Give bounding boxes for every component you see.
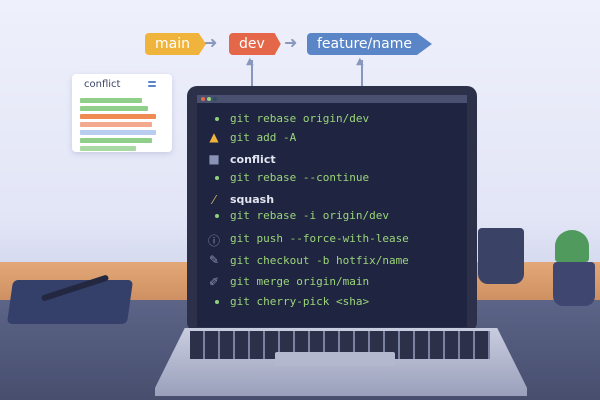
branch-dev: dev [229,33,281,55]
arrow-right-icon: ➜ [204,33,218,52]
arrow-right-icon: ➜ [284,33,298,52]
diff-line [80,114,156,119]
menu-icon [148,81,156,83]
arrow-up-icon [251,60,253,86]
arrow-up-icon: ▲ [356,56,364,67]
bullet-icon [215,300,219,304]
terminal-line: git merge origin/main [230,275,370,288]
terminal-line: git cherry-pick <sha> [230,295,370,308]
diff-line [80,130,156,135]
alert-circle-icon: ⓘ [207,234,220,248]
terminal-titlebar [197,95,467,103]
diff-line [80,138,152,143]
conflict-card-title: conflict [84,79,121,90]
eraser-icon: ✐ [208,275,220,289]
pencil-icon: ✎ [208,253,220,267]
briefcase-icon: ■ [208,152,220,166]
terminal-line: git push --force-with-lease [230,232,409,245]
coffee-mug [478,228,524,284]
diff-line [80,106,148,111]
arrow-up-icon: ▲ [246,56,254,67]
minimize-button[interactable] [213,97,217,101]
diff-line [80,98,142,103]
terminal-heading: conflict [230,153,276,166]
bullet-icon [215,117,219,121]
bullet-icon [215,214,219,218]
plant-pot [553,262,595,306]
plant-leaves [555,230,589,262]
terminal-window: git rebase origin/dev ▲ git add -A ■ con… [197,95,467,327]
maximize-button[interactable] [207,97,211,101]
warning-icon: ▲ [209,130,219,144]
terminal-heading: squash [230,193,275,206]
conflict-card: conflict [72,74,172,152]
bandage-icon: ⁄ [212,193,215,207]
close-button[interactable] [201,97,205,101]
terminal-line: git checkout -b hotfix/name [230,254,409,267]
terminal-line: git rebase -i origin/dev [230,209,389,222]
terminal-line: git add -A [230,131,297,144]
terminal-line: git rebase origin/dev [230,112,370,125]
arrow-up-icon [361,60,363,86]
menu-icon [148,85,156,87]
trackpad [275,352,395,366]
bullet-icon [215,176,219,180]
branch-main: main [145,33,206,55]
terminal-line: git rebase --continue [230,171,370,184]
diff-line [80,122,152,127]
branch-feature: feature/name [307,33,432,55]
diff-line [80,146,136,151]
